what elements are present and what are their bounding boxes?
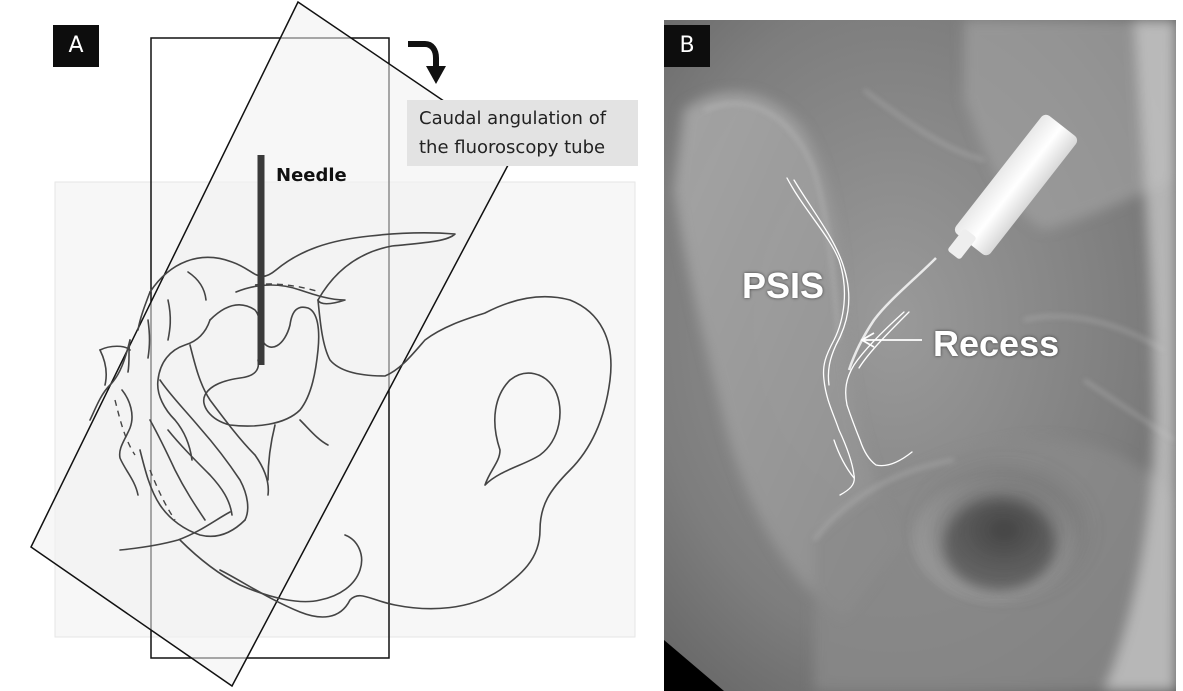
caption-line-1: Caudal angulation of [419, 104, 638, 133]
fluoroscopy-image [664, 20, 1176, 691]
panel-b-xray: PSIS Recess [664, 20, 1176, 691]
caption-box: Caudal angulation of the fluoroscopy tub… [407, 100, 638, 166]
panel-letter-b: B [664, 25, 710, 67]
panel-a-diagram: A Needle Caudal angulation of the fluoro… [0, 0, 660, 691]
bowel-gas-core [944, 500, 1054, 590]
recess-label: Recess [933, 323, 1059, 365]
curved-down-arrow-icon [408, 44, 446, 84]
caption-line-2: the fluoroscopy tube [419, 133, 638, 162]
panel-letter-a: A [53, 25, 99, 67]
psis-label: PSIS [742, 265, 824, 307]
needle-label: Needle [276, 165, 347, 186]
